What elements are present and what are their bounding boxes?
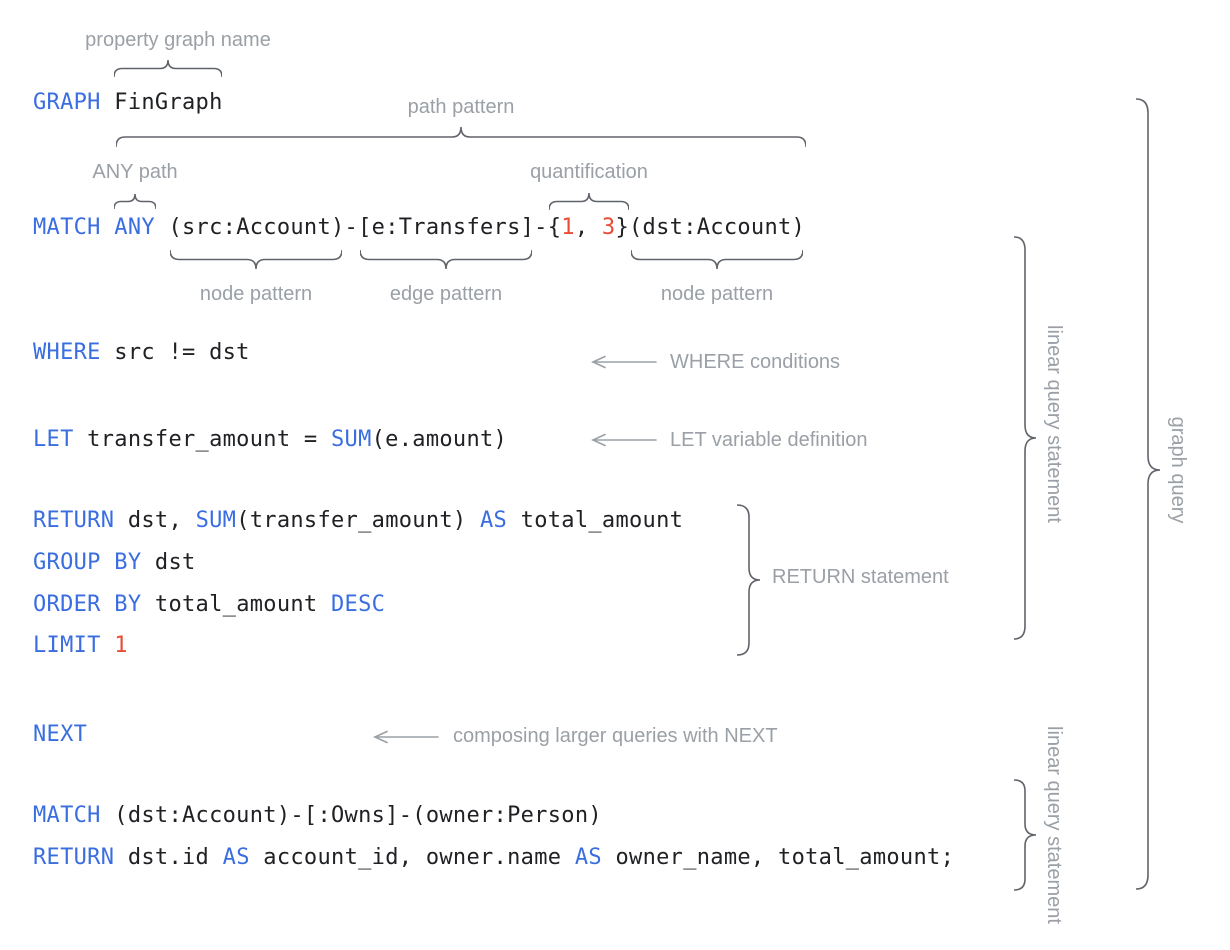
overbrace-property-graph-name — [114, 60, 222, 77]
code-token: (transfer_amount) — [236, 508, 481, 533]
code-token: AS — [480, 508, 508, 533]
code-token: (e.amount) — [371, 427, 508, 452]
code-token: SUM — [195, 508, 237, 533]
code-token: account_id, owner.name — [249, 845, 575, 870]
code-token: src != dst — [100, 340, 250, 365]
code-token: WHERE — [33, 340, 101, 365]
code-token: total_amount — [507, 508, 684, 533]
brace-linear-query-statement-top — [1014, 236, 1036, 640]
code-token: 1 — [114, 633, 128, 658]
code-token: DESC — [331, 592, 386, 617]
label-linear-query-statement-top: linear query statement — [1043, 325, 1065, 523]
code-token: , — [574, 215, 602, 240]
code-token: GROUP BY — [33, 550, 142, 575]
label-node-pattern-right: node pattern — [660, 283, 774, 305]
code-token: dst — [141, 550, 196, 575]
code-token: MATCH — [33, 215, 101, 240]
code-line-graph: GRAPH FinGraph — [33, 89, 223, 116]
label-edge-pattern: edge pattern — [389, 283, 503, 305]
label-return-statement: RETURN statement — [772, 566, 949, 588]
label-graph-query: graph query — [1167, 416, 1189, 524]
code-line-return-2: RETURN dst.id AS account_id, owner.name … — [33, 844, 954, 871]
code-line-group-by: GROUP BY dst — [33, 549, 196, 576]
code-token: }(dst:Account) — [615, 215, 806, 240]
underbrace-edge-pattern — [360, 250, 532, 269]
code-token: (dst:Account)-[:Owns]-(owner:Person) — [100, 803, 602, 828]
label-composing-next: composing larger queries with NEXT — [453, 725, 778, 747]
code-token: AS — [574, 845, 602, 870]
label-path-pattern: path pattern — [407, 96, 515, 118]
code-token — [101, 215, 115, 240]
code-token: LIMIT — [33, 633, 101, 658]
left-arrow-icon-next — [373, 730, 439, 744]
label-node-pattern-left: node pattern — [199, 283, 313, 305]
code-line-order-by: ORDER BY total_amount DESC — [33, 591, 385, 618]
brace-return-statement — [737, 504, 761, 656]
code-token: MATCH — [33, 803, 101, 828]
code-token: RETURN — [33, 508, 115, 533]
code-token: LET — [33, 427, 74, 452]
code-token: dst.id — [114, 845, 223, 870]
code-token: NEXT — [33, 722, 88, 747]
code-token: transfer_amount = — [73, 427, 331, 452]
code-line-match-2: MATCH (dst:Account)-[:Owns]-(owner:Perso… — [33, 802, 602, 829]
code-line-next: NEXT — [33, 721, 87, 748]
code-line-where: WHERE src != dst — [33, 339, 250, 366]
code-token: owner_name, total_amount; — [601, 845, 955, 870]
code-token: dst, — [114, 508, 196, 533]
underbrace-node-pattern-left — [170, 250, 342, 269]
label-where-conditions: WHERE conditions — [670, 351, 841, 373]
brace-linear-query-statement-bottom — [1014, 779, 1036, 891]
code-line-return: RETURN dst, SUM(transfer_amount) AS tota… — [33, 507, 683, 534]
code-token: (src:Account)-[e:Transfers]-{ — [154, 215, 562, 240]
code-line-match: MATCH ANY (src:Account)-[e:Transfers]-{1… — [33, 214, 805, 241]
code-token — [101, 633, 115, 658]
label-let-variable-definition: LET variable definition — [670, 429, 868, 451]
code-token: AS — [222, 845, 250, 870]
code-token: ORDER BY — [33, 592, 142, 617]
code-token: SUM — [331, 427, 372, 452]
label-quantification: quantification — [530, 161, 648, 183]
underbrace-node-pattern-right — [631, 250, 803, 269]
overbrace-any-path — [114, 194, 156, 209]
code-token: 1 — [561, 215, 575, 240]
code-token: FinGraph — [100, 90, 223, 115]
code-line-let: LET transfer_amount = SUM(e.amount) — [33, 426, 507, 453]
overbrace-quantification — [549, 193, 629, 210]
code-token: RETURN — [33, 845, 115, 870]
left-arrow-icon-let — [591, 433, 657, 447]
code-token: 3 — [601, 215, 616, 240]
code-token: GRAPH — [33, 90, 101, 115]
brace-graph-query — [1136, 98, 1160, 890]
label-any-path: ANY path — [92, 161, 178, 183]
overbrace-path-pattern — [116, 127, 806, 147]
code-line-limit: LIMIT 1 — [33, 632, 128, 659]
code-token: total_amount — [141, 592, 332, 617]
label-property-graph-name: property graph name — [85, 29, 271, 51]
code-token: ANY — [114, 215, 155, 240]
left-arrow-icon-where — [591, 355, 657, 369]
label-linear-query-statement-bottom: linear query statement — [1043, 726, 1065, 924]
